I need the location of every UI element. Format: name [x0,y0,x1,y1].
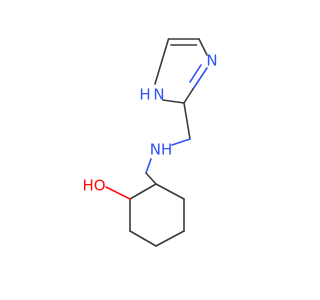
bond-ch2-nh [171,138,191,146]
bond-nh-c1 [145,158,152,174]
amine-nh-label: NH [150,141,173,159]
imidazole-nh-h: H [139,86,150,104]
molecule-structure-diagram: H N N NH HO [82,38,218,247]
bond-nh-c1-part2 [145,172,157,185]
imidazole-nh-label: H N [139,86,164,104]
bond-ring-1 [129,183,157,200]
bond-c2-ch2 [183,102,191,140]
bond-n3-c2-part1 [192,67,208,90]
bond-c4-n3 [198,38,208,56]
bond-c2-oh [105,186,131,200]
bond-ring-4 [155,230,185,247]
bond-ring-6 [155,183,185,200]
bond-n1-c5 [154,38,170,85]
bond-n3-c2-part2 [183,88,194,104]
bond-ring-3 [129,230,157,247]
bond-n3-c2-double [189,64,202,83]
imidazole-n-label: N [206,52,217,70]
hydroxyl-label: HO [82,177,105,195]
imidazole-nh-n: N [153,86,164,104]
bond-c2-n1 [162,99,185,104]
